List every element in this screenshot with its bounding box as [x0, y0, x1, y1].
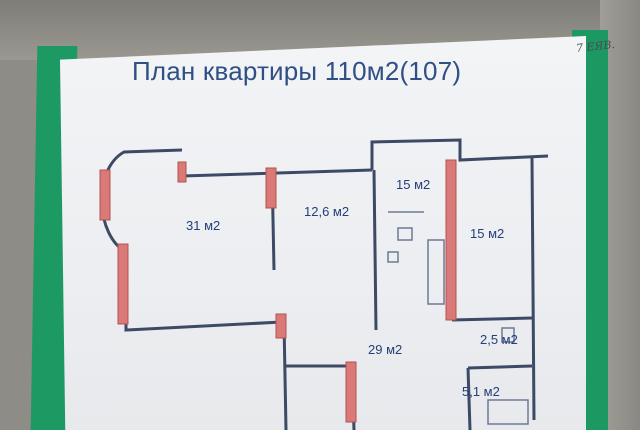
plan-title: План квартиры 110м2(107)	[132, 56, 462, 86]
room-label-bath: 5,1 м2	[462, 384, 500, 399]
new-wall-1	[117, 243, 129, 325]
top-wall-left	[181, 168, 373, 178]
kitchen-counter	[427, 239, 445, 305]
new-wall-7	[99, 169, 111, 221]
room-label-bedroom: 12,6 м2	[304, 204, 350, 219]
left-outer-wall	[124, 252, 283, 332]
partition-wall-2	[372, 169, 378, 331]
room-label-living: 31 м2	[186, 218, 221, 233]
kitchen-table	[397, 227, 413, 241]
new-wall-3	[265, 167, 277, 209]
new-wall-5	[275, 313, 287, 339]
room-label-wc: 2,5 м2	[480, 332, 518, 347]
bath-wall-top	[451, 316, 533, 322]
room-label-kitchen: 15 м2	[396, 177, 431, 192]
room-label-bedroom2: 15 м2	[470, 226, 505, 241]
new-wall-2	[177, 161, 187, 183]
bay-window-wall	[100, 148, 183, 254]
corridor-wall-left	[282, 321, 288, 430]
right-outer-wall	[530, 157, 536, 421]
bathtub	[487, 399, 529, 425]
new-wall-4	[445, 159, 457, 321]
wc-toilet	[501, 327, 515, 343]
new-wall-6	[345, 361, 357, 423]
top-wall-right	[370, 138, 549, 170]
room-label-hall: 29 м2	[368, 342, 403, 357]
bath-wall-mid	[467, 364, 533, 370]
bath-wall-left	[466, 367, 472, 430]
kitchen-chair	[387, 251, 399, 263]
paper-sheet	[60, 36, 586, 430]
